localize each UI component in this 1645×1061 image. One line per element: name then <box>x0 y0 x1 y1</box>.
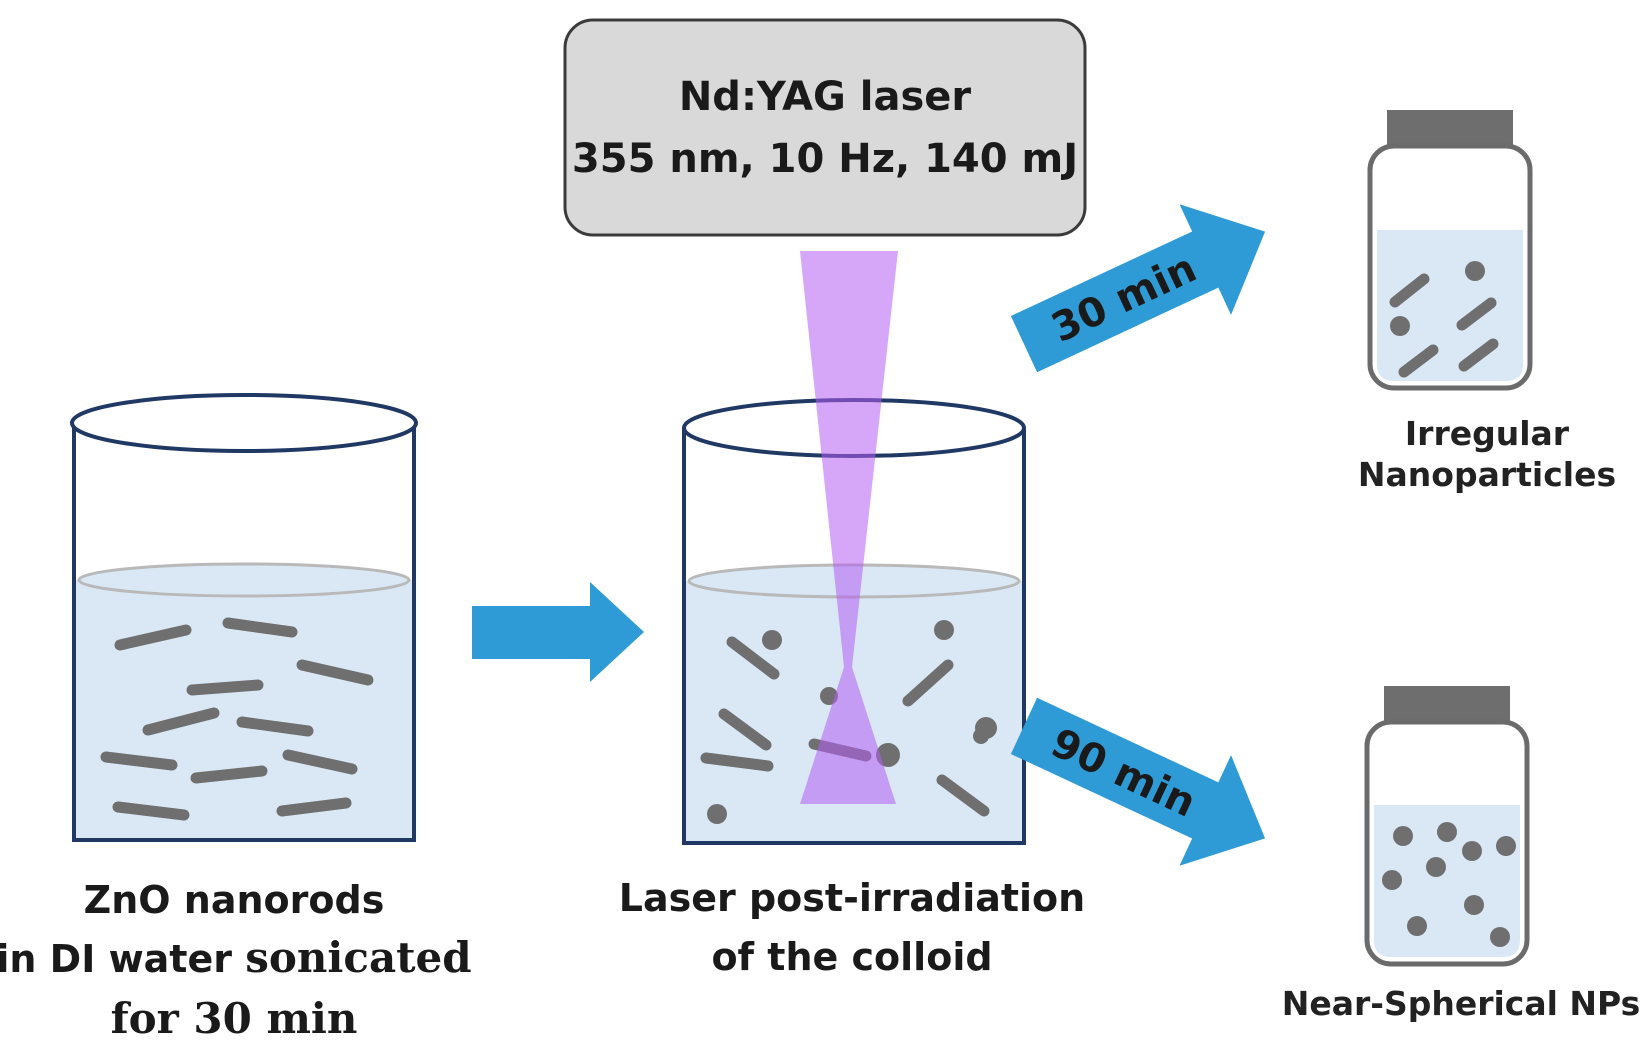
nanorod <box>718 708 772 751</box>
arrow-90min-shape <box>1010 697 1266 866</box>
nanorod <box>190 765 268 784</box>
vial-bottom-caption: Near-Spherical NPs <box>1282 984 1641 1023</box>
laser-box-frame <box>563 18 1087 237</box>
nanorod <box>1398 344 1439 378</box>
beaker1-caption-line2b: sonicated <box>245 933 471 982</box>
arrow-30min-shape <box>1010 204 1266 373</box>
nanorod <box>700 752 774 772</box>
nanorod <box>296 659 374 686</box>
nanorod <box>276 797 352 817</box>
nanoparticle <box>762 630 782 650</box>
laser-source-box: Nd:YAG laser 355 nm, 10 Hz, 140 mJ <box>563 18 1087 237</box>
nanoparticle <box>1464 895 1484 915</box>
beaker2-caption-line2: of the colloid <box>711 935 992 979</box>
nanorod <box>726 636 780 680</box>
nanoparticle <box>1465 261 1485 281</box>
laser-name-label: Nd:YAG laser <box>679 74 972 120</box>
beaker1-nanorods <box>100 617 374 821</box>
nanoparticle <box>1437 822 1457 842</box>
beaker1-caption-line2a: in DI water <box>0 937 245 981</box>
beaker2-caption-line1: Laser post-irradiation <box>619 876 1085 920</box>
nanoparticle <box>1382 870 1402 890</box>
nanoparticle <box>1426 857 1446 877</box>
beaker1-rim <box>70 393 418 453</box>
beaker1-liquid-surface <box>77 562 411 598</box>
nanoparticle <box>1393 826 1413 846</box>
nanorod <box>1456 297 1497 331</box>
beaker1-liquid <box>74 580 414 840</box>
vial-top-cap <box>1387 110 1513 146</box>
nanoparticle <box>707 804 727 824</box>
vial-top-caption-line1: Irregular <box>1405 414 1570 453</box>
nanoparticle <box>1407 916 1427 936</box>
beaker1-caption-line2: in DI water sonicated <box>0 933 472 982</box>
nanorod <box>100 751 178 771</box>
nanorod <box>186 679 264 696</box>
beaker-nanorods <box>70 393 418 842</box>
beaker2-caption: Laser post-irradiation of the colloid <box>619 876 1085 979</box>
laser-beam <box>800 251 898 804</box>
nanorod <box>142 707 220 736</box>
process-arrow-right <box>472 582 644 682</box>
nanorod <box>1458 338 1499 372</box>
nanoparticle <box>1490 927 1510 947</box>
nanorod <box>936 774 990 817</box>
nanorod <box>222 617 298 638</box>
nanorod <box>236 716 314 737</box>
nanorod <box>902 659 954 707</box>
nanorod <box>282 749 358 775</box>
nanorod <box>112 801 190 821</box>
beaker2-wall <box>682 428 1026 845</box>
nanorod <box>1389 273 1430 308</box>
vial-spherical: Near-Spherical NPs <box>1282 686 1641 1023</box>
nanoparticle <box>1496 836 1516 856</box>
vial-irregular: Irregular Nanoparticles <box>1358 110 1616 494</box>
arrow-90min: 90 min <box>1010 697 1266 866</box>
beaker1-caption-line3: for 30 min <box>111 994 358 1043</box>
nanoparticle <box>1462 841 1482 861</box>
nanoparticle <box>934 620 954 640</box>
beaker1-caption-line1: ZnO nanorods <box>84 878 385 922</box>
beaker1-wall <box>72 423 416 842</box>
beaker1-caption: ZnO nanorods in DI water sonicated for 3… <box>0 878 472 1043</box>
nanoparticle <box>1390 316 1410 336</box>
laser-params-label: 355 nm, 10 Hz, 140 mJ <box>572 136 1078 182</box>
nanoparticle <box>973 728 989 744</box>
vial-top-caption-line2: Nanoparticles <box>1358 455 1616 494</box>
nanorod <box>114 624 192 651</box>
vial-bottom-cap <box>1384 686 1510 722</box>
